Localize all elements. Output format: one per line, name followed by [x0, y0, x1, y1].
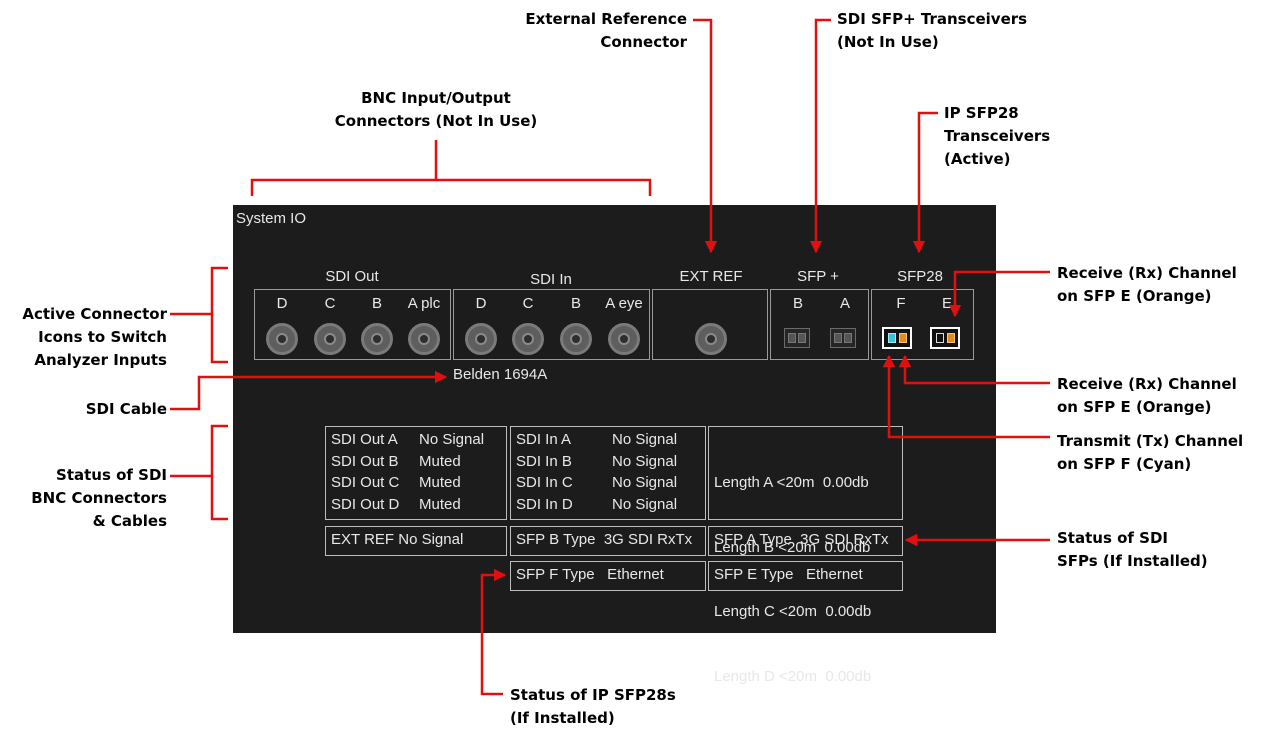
sdi-out-label: SDI Out	[325, 268, 379, 285]
status-row: Length D <20m 0.00db	[714, 667, 872, 685]
sfp-plus-group: B A	[770, 289, 869, 360]
callout-sdi-sfp-plus: SDI SFP+ Transceivers(Not In Use)	[837, 10, 1028, 51]
bnc-bracket	[250, 178, 652, 196]
bnc-connector-icon[interactable]	[361, 323, 393, 355]
bnc-connector-icon[interactable]	[608, 323, 640, 355]
bnc-connector-icon[interactable]	[314, 323, 346, 355]
sfp-f-status-box: SFP F Type Ethernet	[510, 561, 706, 591]
port-label: C	[324, 295, 336, 312]
sfp28-e-transceiver-icon[interactable]	[930, 327, 960, 349]
bnc-connector-icon[interactable]	[266, 323, 298, 355]
port-label: B	[792, 295, 804, 312]
sfp-plus-label: SFP +	[797, 268, 839, 285]
sfp-transceiver-icon[interactable]	[784, 328, 810, 348]
callout-status-ip-sfp28: Status of IP SFP28s(If Installed)	[510, 686, 676, 727]
ext-ref-status-box: EXT REF No Signal	[325, 526, 507, 556]
sfp-a-status-box: SFP A Type 3G SDI RxTx	[708, 526, 903, 556]
port-label: E	[941, 295, 953, 312]
cable-length-status-box: Length A <20m 0.00db Length B <20m 0.00d…	[708, 426, 903, 685]
port-label: A plc	[407, 295, 441, 312]
bnc-connector-icon[interactable]	[408, 323, 440, 355]
sfp-b-status-box: SFP B Type 3G SDI RxTx	[510, 526, 706, 556]
sdi-in-group: D C B A eye	[453, 289, 650, 360]
active-icons-bracket	[210, 266, 228, 364]
port-label: A	[839, 295, 851, 312]
port-label: D	[475, 295, 487, 312]
sfp28-label: SFP28	[897, 268, 943, 285]
sfp28-group: F E	[871, 289, 974, 360]
status-row: Length B <20m 0.00db	[714, 538, 871, 556]
ext-ref-label: EXT REF	[679, 268, 743, 285]
bnc-connector-icon[interactable]	[560, 323, 592, 355]
port-label: F	[896, 295, 906, 312]
port-label: C	[522, 295, 534, 312]
bnc-connector-icon[interactable]	[695, 323, 727, 355]
port-label: D	[276, 295, 288, 312]
callout-sdi-cable: SDI Cable	[85, 400, 167, 418]
cable-type: Belden 1694A	[453, 366, 548, 383]
status-row: Length A <20m 0.00db	[714, 474, 869, 491]
port-label: B	[371, 295, 383, 312]
sdi-in-label: SDI In	[530, 271, 572, 288]
bnc-connector-icon[interactable]	[512, 323, 544, 355]
panel-title: System IO	[236, 210, 307, 227]
status-row: Length C <20m 0.00db	[714, 603, 872, 620]
system-io-panel: System IO SDI Out SDI In EXT REF SFP + S…	[233, 205, 996, 685]
sfp-e-status-box: SFP E Type Ethernet	[708, 561, 903, 591]
sfp-transceiver-icon[interactable]	[830, 328, 856, 348]
port-label: B	[570, 295, 582, 312]
port-label: A eye	[605, 295, 643, 312]
sfp28-f-transceiver-icon[interactable]	[882, 327, 912, 349]
sdi-out-group: D C B A plc	[254, 289, 451, 360]
bnc-connector-icon[interactable]	[465, 323, 497, 355]
status-bnc-bracket	[210, 424, 228, 521]
ext-ref-group	[652, 289, 768, 360]
